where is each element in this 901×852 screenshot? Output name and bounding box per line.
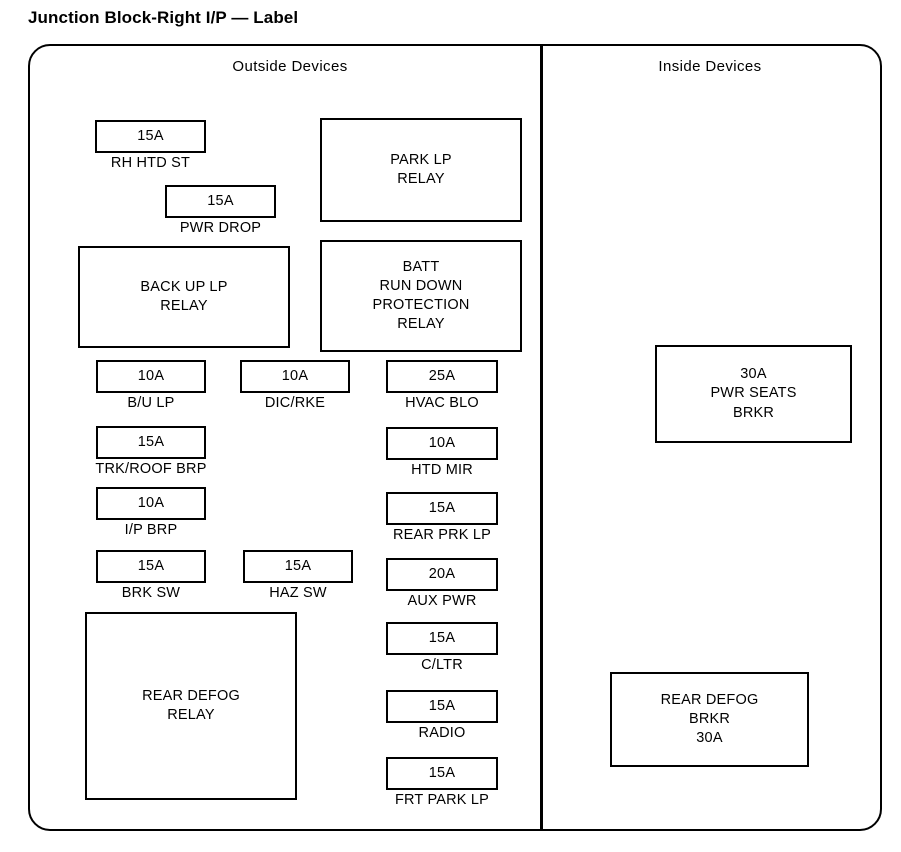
fuse-rh-htd-st[interactable]: 15A: [95, 120, 206, 153]
fuse-dic-rke[interactable]: 10A: [240, 360, 350, 393]
relay-rear-defog[interactable]: REAR DEFOG RELAY: [85, 612, 297, 800]
inside-devices-heading: Inside Devices: [658, 58, 762, 75]
fuse-brk-sw[interactable]: 15A: [96, 550, 206, 583]
panel-divider: [540, 44, 543, 831]
caption-frt-park-lp: FRT PARK LP: [394, 792, 490, 808]
relay-park-lp[interactable]: PARK LP RELAY: [320, 118, 522, 222]
caption-rear-prk-lp: REAR PRK LP: [392, 527, 492, 543]
fuse-hvac-blo[interactable]: 25A: [386, 360, 498, 393]
fuse-trk-roof-brp[interactable]: 15A: [96, 426, 206, 459]
breaker-rear-defog[interactable]: REAR DEFOG BRKR 30A: [610, 672, 809, 767]
fuse-b-u-lp[interactable]: 10A: [96, 360, 206, 393]
caption-c-ltr: C/LTR: [421, 657, 463, 673]
fuse-aux-pwr[interactable]: 20A: [386, 558, 498, 591]
fuse-pwr-drop[interactable]: 15A: [165, 185, 276, 218]
breaker-pwr-seats[interactable]: 30A PWR SEATS BRKR: [655, 345, 852, 443]
caption-hvac-blo: HVAC BLO: [405, 395, 479, 411]
fuse-i-p-brp[interactable]: 10A: [96, 487, 206, 520]
fuse-htd-mir[interactable]: 10A: [386, 427, 498, 460]
caption-b-u-lp: B/U LP: [127, 395, 175, 411]
fuse-radio[interactable]: 15A: [386, 690, 498, 723]
fuse-haz-sw[interactable]: 15A: [243, 550, 353, 583]
caption-trk-roof-brp: TRK/ROOF BRP: [95, 461, 207, 477]
fuse-frt-park-lp[interactable]: 15A: [386, 757, 498, 790]
caption-pwr-drop: PWR DROP: [179, 220, 262, 236]
caption-rh-htd-st: RH HTD ST: [110, 155, 191, 171]
relay-back-up-lp[interactable]: BACK UP LP RELAY: [78, 246, 290, 348]
caption-dic-rke: DIC/RKE: [264, 395, 326, 411]
caption-radio: RADIO: [418, 725, 466, 741]
relay-batt-run-down-protection[interactable]: BATT RUN DOWN PROTECTION RELAY: [320, 240, 522, 352]
caption-haz-sw: HAZ SW: [269, 585, 327, 601]
outside-devices-heading: Outside Devices: [232, 58, 348, 75]
fuse-c-ltr[interactable]: 15A: [386, 622, 498, 655]
caption-i-p-brp: I/P BRP: [124, 522, 178, 538]
fuse-rear-prk-lp[interactable]: 15A: [386, 492, 498, 525]
caption-htd-mir: HTD MIR: [411, 462, 473, 478]
caption-aux-pwr: AUX PWR: [407, 593, 477, 609]
caption-brk-sw: BRK SW: [121, 585, 181, 601]
page-title: Junction Block-Right I/P — Label: [28, 8, 299, 27]
